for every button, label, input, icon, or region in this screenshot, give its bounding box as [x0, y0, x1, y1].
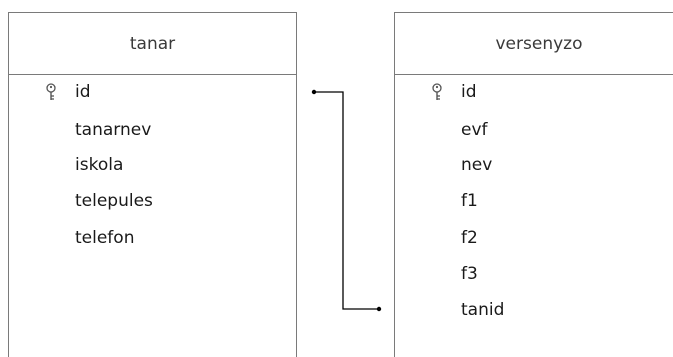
table-title-versenyzo[interactable]: versenyzo — [395, 13, 673, 75]
field-tanid[interactable]: tanid — [395, 298, 673, 322]
field-label: iskola — [75, 155, 124, 175]
field-id[interactable]: id — [9, 80, 296, 104]
field-nev[interactable]: nev — [395, 153, 673, 177]
field-label: tanid — [461, 300, 505, 320]
field-f3[interactable]: f3 — [395, 262, 673, 286]
field-label: f1 — [461, 191, 478, 211]
field-evf[interactable]: evf — [395, 118, 673, 142]
table-title-tanar[interactable]: tanar — [9, 13, 296, 75]
field-label: telefon — [75, 228, 135, 248]
field-label: id — [75, 82, 91, 102]
field-f1[interactable]: f1 — [395, 189, 673, 213]
key-icon — [430, 83, 444, 101]
relationship-line[interactable] — [314, 91, 379, 310]
field-label: nev — [461, 155, 493, 175]
field-label: f2 — [461, 228, 478, 248]
field-telepules[interactable]: telepules — [9, 189, 296, 213]
field-telefon[interactable]: telefon — [9, 226, 296, 250]
field-label: id — [461, 82, 477, 102]
field-f2[interactable]: f2 — [395, 226, 673, 250]
key-icon — [44, 83, 58, 101]
field-id[interactable]: id — [395, 80, 673, 104]
field-label: f3 — [461, 264, 478, 284]
relationship-endpoint-many — [376, 306, 382, 312]
field-label: telepules — [75, 191, 153, 211]
field-label: tanarnev — [75, 120, 152, 140]
field-label: evf — [461, 120, 488, 140]
field-iskola[interactable]: iskola — [9, 153, 296, 177]
relationship-endpoint-one — [311, 89, 317, 95]
table-tanar[interactable]: tanar id tanarnev iskola telepules — [8, 12, 297, 357]
table-versenyzo[interactable]: versenyzo id evf nev f1 f2 — [394, 12, 673, 357]
field-tanarnev[interactable]: tanarnev — [9, 118, 296, 142]
